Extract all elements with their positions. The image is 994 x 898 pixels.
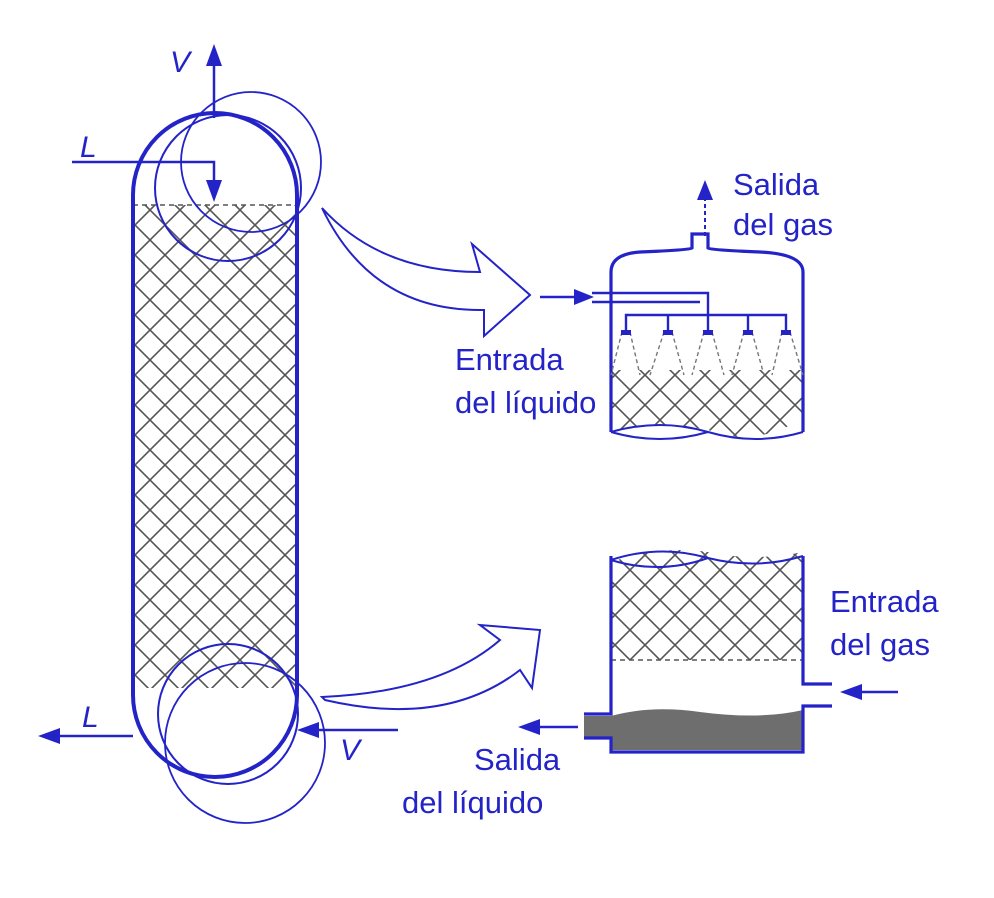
bottom-vessel-shell (584, 556, 832, 754)
arrow-left-icon (518, 719, 540, 735)
label-top-liquid: L (80, 131, 97, 164)
label-liquid-inlet: Entrada del líquido (455, 342, 596, 420)
top-detail (540, 180, 805, 440)
packed-column (131, 91, 326, 824)
vapor-outlet-top (206, 44, 222, 118)
label-gas-inlet: Entrada del gas (830, 584, 947, 662)
label-gas-outlet: Salida del gas (733, 167, 833, 242)
bottom-pointer-arrow (319, 623, 542, 711)
bottom-vessel-break (610, 550, 804, 569)
spray-nozzles (610, 331, 804, 376)
arrow-left-icon (38, 728, 60, 744)
arrow-right-icon (574, 289, 594, 305)
bottom-detail-circle (157, 643, 299, 785)
top-pointer-arrow (321, 207, 532, 339)
arrow-left-icon (840, 684, 862, 700)
vapor-inlet-bottom (297, 722, 398, 738)
liquid-inlet-top (72, 160, 222, 202)
arrow-down-icon (206, 180, 222, 202)
top-detail-circle (154, 114, 302, 262)
label-liquid-outlet: Salida del líquido (402, 742, 569, 820)
label-bottom-liquid: L (82, 701, 99, 734)
arrow-up-icon (697, 180, 713, 200)
arrow-up-icon (206, 44, 222, 66)
bottom-detail (518, 549, 898, 754)
distributor-pipe (592, 291, 788, 332)
label-top-vapor: V (170, 46, 193, 79)
label-bottom-vapor: V (340, 734, 363, 767)
top-vessel-break (610, 424, 804, 440)
column-packing (133, 205, 297, 688)
nozzle-tips (621, 330, 791, 335)
liquid-pool (584, 709, 803, 750)
top-vessel-shell (609, 232, 805, 432)
liquid-outlet-bottom (38, 728, 133, 744)
bottom-magnify-circle (164, 662, 326, 824)
bottom-detail-packing (611, 549, 803, 660)
arrow-left-icon (297, 722, 319, 738)
